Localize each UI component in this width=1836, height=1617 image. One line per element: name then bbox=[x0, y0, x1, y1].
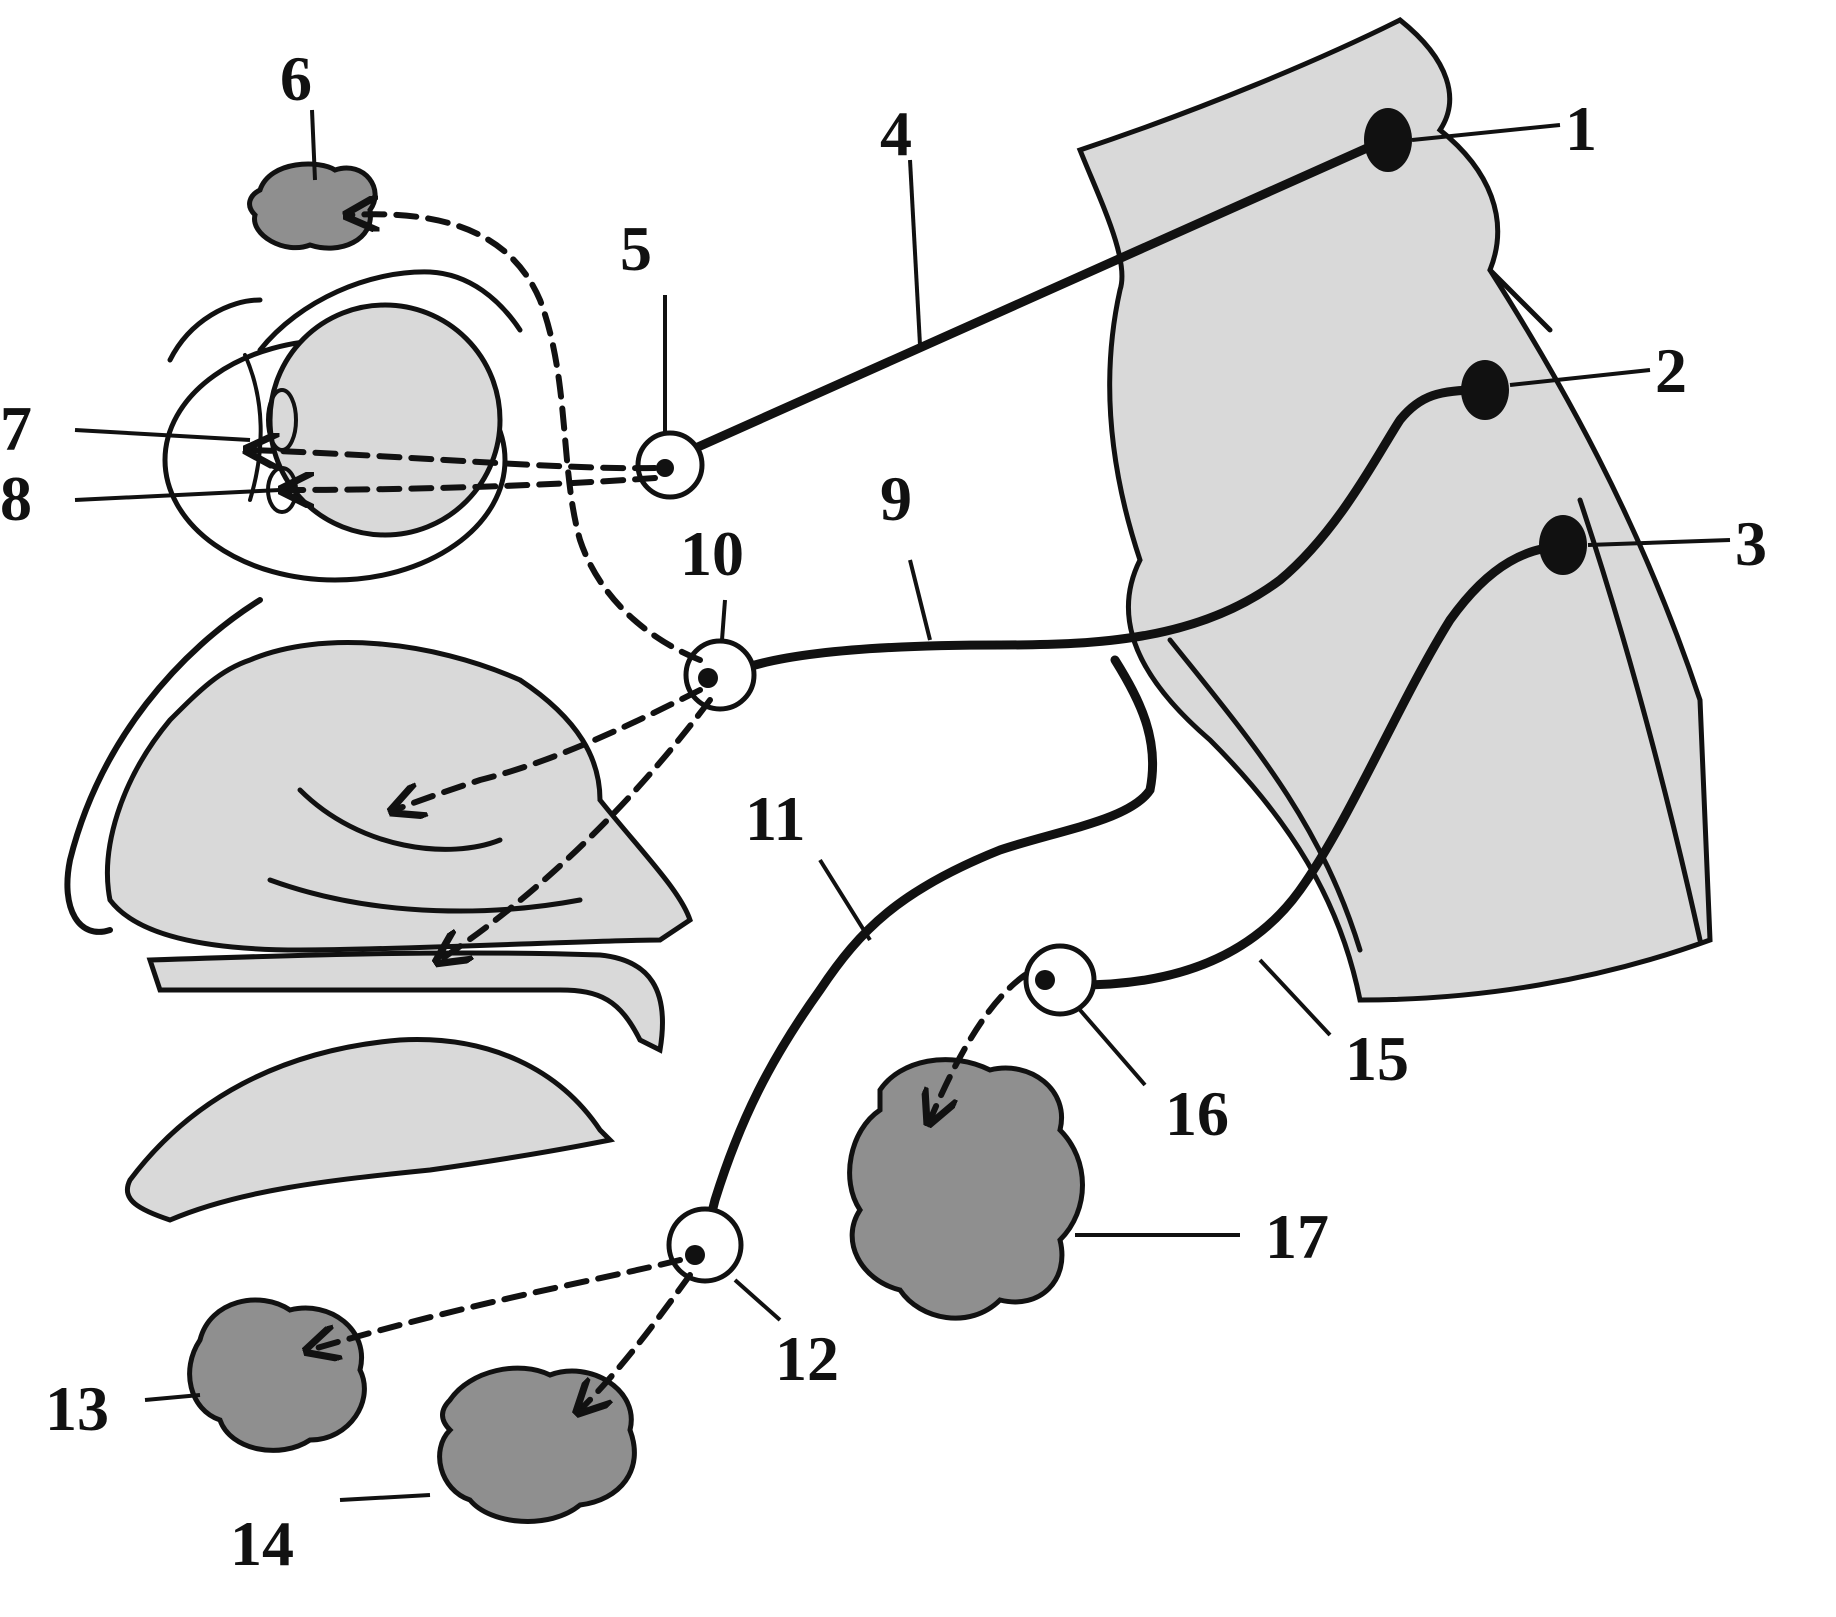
label-8: 8 bbox=[0, 463, 32, 534]
brainstem bbox=[1076, 17, 1713, 1003]
label-11: 11 bbox=[745, 783, 805, 854]
eye bbox=[162, 269, 523, 583]
parotid-gland bbox=[847, 1057, 1085, 1321]
postganglionic-fibers bbox=[250, 214, 1028, 1410]
label-9: 9 bbox=[880, 463, 912, 534]
label-3: 3 bbox=[1735, 508, 1767, 579]
label-15: 15 bbox=[1345, 1023, 1409, 1094]
label-7: 7 bbox=[0, 393, 32, 464]
label-1: 1 bbox=[1565, 93, 1597, 164]
ganglion-12 bbox=[666, 1206, 744, 1284]
nerve-9 bbox=[740, 385, 1485, 673]
number-labels: 1 2 3 4 5 6 7 8 9 10 11 12 13 14 15 16 1… bbox=[0, 43, 1767, 1579]
lacrimal-gland bbox=[247, 161, 378, 251]
label-10: 10 bbox=[680, 518, 744, 589]
nasal-cavity bbox=[64, 597, 693, 1054]
nerve-4 bbox=[675, 135, 1390, 460]
label-2: 2 bbox=[1655, 335, 1687, 406]
nerve-11 bbox=[700, 655, 1158, 1245]
label-6: 6 bbox=[280, 43, 312, 114]
tongue bbox=[125, 1037, 616, 1223]
nerve-15 bbox=[1075, 540, 1565, 990]
nucleus-3 bbox=[1539, 515, 1587, 575]
submandibular-gland bbox=[187, 1297, 367, 1453]
ganglion-10 bbox=[683, 638, 757, 712]
label-16: 16 bbox=[1165, 1078, 1229, 1149]
label-17: 17 bbox=[1265, 1201, 1329, 1272]
leader-lines bbox=[74, 109, 1731, 1502]
ganglion-16 bbox=[1023, 943, 1097, 1017]
nucleus-2 bbox=[1461, 360, 1509, 420]
sublingual-gland bbox=[437, 1365, 637, 1524]
label-5: 5 bbox=[620, 213, 652, 284]
label-14: 14 bbox=[230, 1508, 294, 1579]
nucleus-1 bbox=[1364, 108, 1412, 172]
label-4: 4 bbox=[880, 98, 912, 169]
label-13: 13 bbox=[45, 1373, 109, 1444]
label-12: 12 bbox=[775, 1323, 839, 1394]
ganglion-5 bbox=[635, 430, 705, 500]
